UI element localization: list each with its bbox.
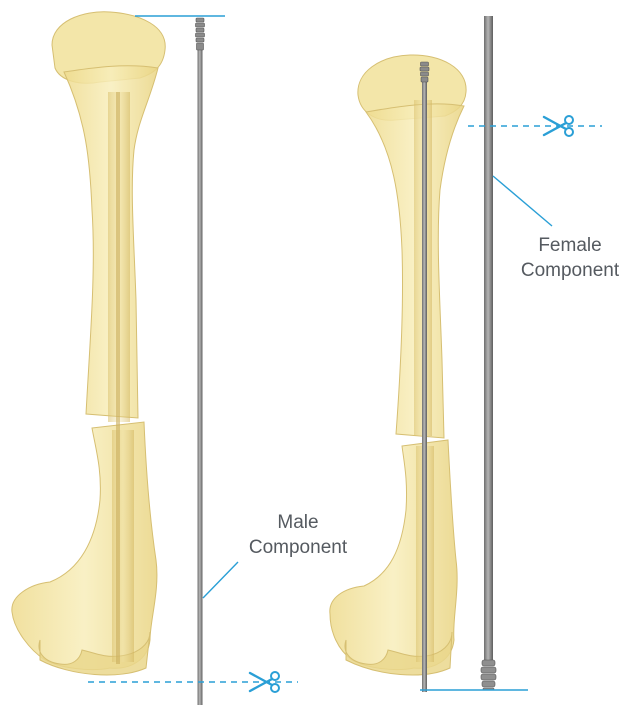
female-component-rod: [481, 16, 496, 690]
female-component-label: Female Component: [500, 233, 640, 283]
male-thread-tip: [196, 18, 205, 50]
left-inner-nail: [116, 92, 120, 664]
female-label-line1: Female: [500, 233, 640, 258]
female-thread-end: [481, 660, 496, 690]
left-medullary-canal-lower: [112, 430, 134, 662]
male-component-label: Male Component: [228, 510, 368, 560]
male-label-line1: Male: [228, 510, 368, 535]
female-label-line2: Component: [500, 258, 640, 283]
left-humerus: [12, 12, 165, 675]
right-humerus: [330, 55, 466, 675]
male-label-line2: Component: [228, 535, 368, 560]
left-distal-segment: [12, 422, 157, 670]
male-callout-leader: [203, 562, 238, 598]
male-component-rod: [196, 18, 205, 705]
female-callout-leader: [493, 176, 552, 226]
